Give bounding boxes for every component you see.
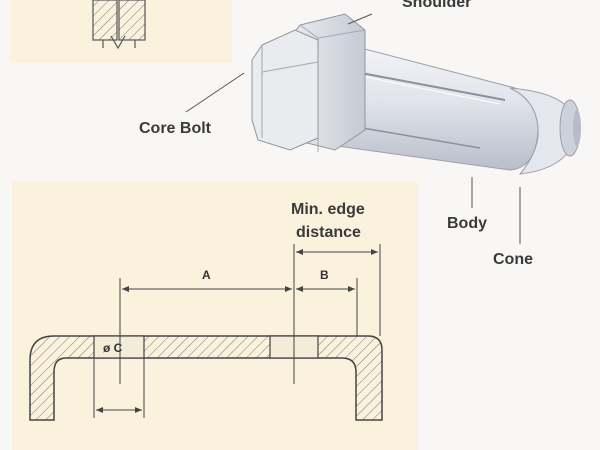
body-label: Body bbox=[447, 215, 487, 232]
min-edge-distance-label-line1: Min. edge bbox=[291, 201, 365, 218]
core-bolt-label: Core Bolt bbox=[139, 120, 211, 137]
leader-lines bbox=[185, 13, 521, 244]
dimension-a-label: A bbox=[202, 268, 211, 282]
section-view bbox=[29, 244, 383, 421]
cone-label: Cone bbox=[493, 251, 533, 268]
dimension-c-label: ø C bbox=[103, 341, 123, 355]
shoulder-label: Shoulder bbox=[402, 0, 472, 11]
core-bolt-leader bbox=[185, 72, 245, 113]
anchor-bolt-illustration bbox=[251, 13, 581, 175]
section-drawing-panel bbox=[12, 182, 418, 450]
shoulder-leader bbox=[347, 13, 373, 25]
top-section-detail bbox=[92, 0, 146, 50]
dimension-b-label: B bbox=[320, 268, 329, 282]
min-edge-distance-label-line2: distance bbox=[296, 224, 361, 241]
